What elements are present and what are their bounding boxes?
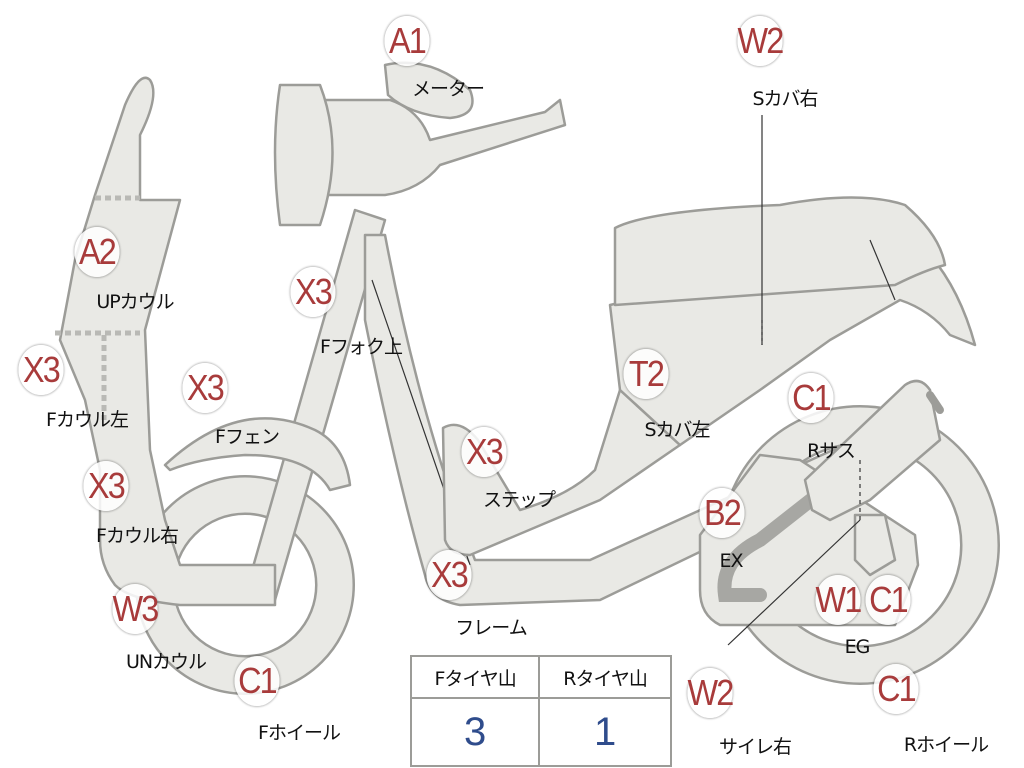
badge-x3-fcowl-right: X3 bbox=[83, 461, 129, 511]
value-rear-tire: 1 bbox=[538, 697, 672, 767]
label-uncowl: UNカウル bbox=[125, 651, 207, 673]
label-ex: EX bbox=[719, 550, 743, 572]
label-scover-right: Sカバ右 bbox=[752, 88, 818, 110]
label-scover-left: Sカバ左 bbox=[644, 419, 710, 441]
label-upcowl: UPカウル bbox=[96, 291, 174, 313]
badge-x3-frame: X3 bbox=[426, 550, 472, 600]
badge-x3-fcowl-left: X3 bbox=[18, 345, 64, 395]
header-front-tire: Fタイヤ山 bbox=[409, 655, 541, 699]
engine bbox=[698, 453, 920, 627]
badge-w3-uncowl: W3 bbox=[112, 584, 159, 634]
label-eg: EG bbox=[844, 636, 871, 658]
label-fcowl-left: Fカウル左 bbox=[46, 409, 129, 431]
badge-c1-rwheel: C1 bbox=[873, 664, 919, 714]
headlight bbox=[273, 83, 334, 227]
label-fcowl-right: Fカウル右 bbox=[96, 525, 179, 547]
badge-c1-eg: C1 bbox=[865, 575, 911, 625]
header-rear-tire: Rタイヤ山 bbox=[538, 655, 672, 699]
meter bbox=[383, 61, 474, 120]
label-sairen-right: サイレ右 bbox=[718, 736, 792, 758]
front-fender bbox=[163, 417, 352, 492]
badge-x3-step: X3 bbox=[461, 427, 507, 477]
label-rwheel: Rホイール bbox=[903, 734, 989, 756]
rear-suspension bbox=[803, 379, 942, 522]
label-fwheel: Fホイール bbox=[258, 722, 341, 744]
label-ffork-upper: Fフォク上 bbox=[320, 336, 403, 358]
label-rsus: Rサス bbox=[807, 440, 856, 462]
rear-shock-lower bbox=[853, 513, 897, 577]
label-meter: メーター bbox=[411, 78, 485, 100]
badge-w2-scover-right: W2 bbox=[737, 16, 784, 66]
value-front-tire: 3 bbox=[409, 697, 541, 767]
label-step: ステップ bbox=[482, 489, 556, 511]
label-ffender: Fフェン bbox=[215, 426, 280, 448]
badge-a1-meter: A1 bbox=[384, 16, 430, 66]
label-frame: フレーム bbox=[455, 617, 527, 639]
seat bbox=[613, 196, 947, 307]
tire-tread-table: Fタイヤ山 Rタイヤ山 3 1 bbox=[409, 655, 672, 767]
badge-c1-fwheel: C1 bbox=[234, 656, 280, 706]
badge-w1-eg: W1 bbox=[815, 575, 862, 625]
badge-x3-ffender: X3 bbox=[182, 363, 228, 413]
badge-t2-scover-left: T2 bbox=[623, 349, 669, 399]
badge-x3-ffork-upper: X3 bbox=[290, 267, 336, 317]
badge-w2-sairen-right: W2 bbox=[687, 668, 734, 718]
badge-c1-rsus: C1 bbox=[788, 373, 834, 423]
badge-a2-upcowl: A2 bbox=[74, 227, 120, 277]
badge-b2-ex: B2 bbox=[699, 488, 745, 538]
exhaust-pipe bbox=[717, 478, 837, 602]
